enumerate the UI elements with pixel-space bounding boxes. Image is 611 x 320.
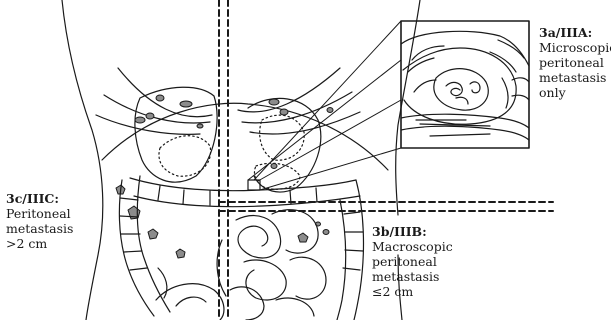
stage-3b-line-2: peritoneal (372, 254, 472, 269)
stage-3a-label: 3a/IIIA: Microscopic peritoneal metastas… (539, 25, 611, 100)
stage-3a-line-1: Microscopic (539, 40, 611, 55)
small-intestine (236, 216, 281, 258)
nodule (135, 117, 145, 123)
stage-3a-line-2: peritoneal (539, 55, 611, 70)
torso-outline-right (396, 0, 420, 215)
stage-3c-title: 3c/IIIC: (6, 191, 86, 206)
torso-outline (62, 0, 103, 320)
stage-3b-line-4: ≤2 cm (372, 284, 472, 299)
diaphragm (102, 103, 388, 170)
zoom-inset-box (401, 21, 529, 148)
stage-3a-line-3: metastasis (539, 70, 611, 85)
liver (135, 87, 217, 182)
pelvis (156, 284, 224, 320)
stage-3b-line-1: Macroscopic (372, 239, 472, 254)
inset-microscopic-nodule (401, 31, 529, 140)
stage-3c-label: 3c/IIIC: Peritoneal metastasis >2 cm (6, 191, 86, 251)
stage-3b-title: 3b/IIIB: (372, 224, 472, 239)
stage-3b-label: 3b/IIIB: Macroscopic peritoneal metastas… (372, 224, 472, 299)
stage-3a-line-4: only (539, 85, 611, 100)
stage-3c-line-3: >2 cm (6, 236, 86, 251)
stage-3c-line-1: Peritoneal (6, 206, 86, 221)
stage-3a-title: 3a/IIIA: (539, 25, 611, 40)
stage-3b-line-3: metastasis (372, 269, 472, 284)
stage-3c-line-2: metastasis (6, 221, 86, 236)
